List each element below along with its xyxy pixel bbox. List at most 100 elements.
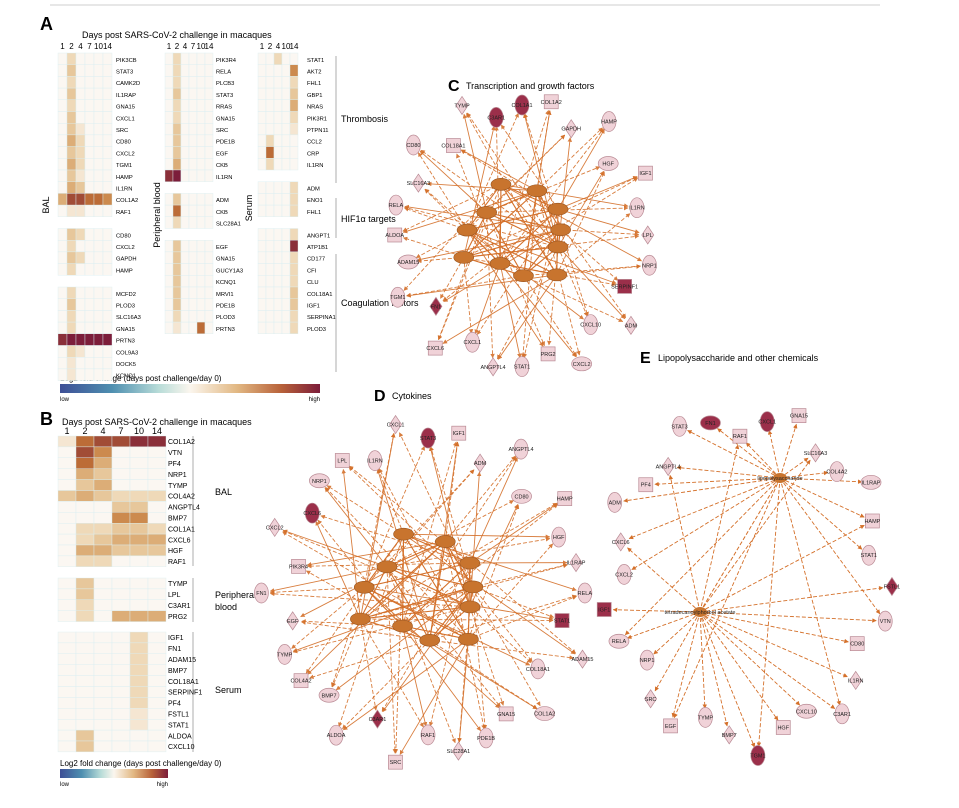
heatmap-cell bbox=[197, 322, 205, 334]
heatmap-cell bbox=[130, 469, 148, 480]
network-node-label: COL4A2 bbox=[826, 470, 847, 476]
heatmap-cell bbox=[197, 170, 205, 182]
colorbar-b-high: high bbox=[157, 782, 168, 788]
heatmap-cell bbox=[67, 357, 76, 369]
heatmap-cell bbox=[130, 458, 148, 469]
heatmap-cell bbox=[173, 310, 181, 322]
heatmap-cell bbox=[94, 491, 112, 502]
heatmap-cell bbox=[94, 578, 112, 589]
heatmap-cell bbox=[58, 205, 67, 217]
heatmap-cell bbox=[76, 611, 94, 622]
heatmap-cell bbox=[103, 76, 112, 88]
heatmap-cell bbox=[94, 229, 103, 241]
heatmap-cell bbox=[189, 217, 197, 229]
heatmap-cell bbox=[258, 65, 266, 77]
heatmap-cell bbox=[103, 322, 112, 334]
gene-label: PRG2 bbox=[168, 614, 187, 621]
heatmap-cell bbox=[148, 611, 166, 622]
network-node-label: IL1RAP bbox=[862, 480, 881, 486]
heatmap-cell bbox=[266, 65, 274, 77]
gene-label: PRTN3 bbox=[116, 339, 135, 345]
network-node-label: PDE1B bbox=[477, 736, 495, 742]
heatmap-cell bbox=[112, 676, 130, 687]
heatmap-cell bbox=[290, 65, 298, 77]
network-node-label: IL1RN bbox=[848, 678, 864, 684]
heatmap-cell bbox=[67, 310, 76, 322]
heatmap-cell bbox=[103, 299, 112, 311]
network-hub bbox=[394, 528, 414, 540]
heatmap-cell bbox=[274, 193, 282, 205]
heatmap-cell bbox=[130, 687, 148, 698]
heatmap-cell bbox=[165, 135, 173, 147]
network-hub bbox=[377, 561, 397, 573]
heatmap-cell bbox=[94, 730, 112, 741]
heatmap-cell bbox=[197, 264, 205, 276]
heatmap-cell bbox=[94, 665, 112, 676]
network-edge bbox=[430, 640, 574, 658]
heatmap-cell bbox=[76, 632, 94, 643]
heatmap-cell bbox=[173, 65, 181, 77]
heatmap-cell bbox=[173, 217, 181, 229]
network-node-label: CXCL6 bbox=[426, 346, 444, 352]
heatmap-cell bbox=[58, 512, 76, 523]
heatmap-cell bbox=[282, 322, 290, 334]
heatmap-cell bbox=[197, 310, 205, 322]
heatmap-cell bbox=[130, 512, 148, 523]
network-node-label: FSTL1 bbox=[884, 584, 901, 590]
network-node-label: CD80 bbox=[850, 642, 864, 648]
heatmap-cell bbox=[205, 310, 213, 322]
heatmap-cell bbox=[103, 369, 112, 381]
heatmap-cell bbox=[290, 322, 298, 334]
heatmap-cell bbox=[76, 123, 85, 135]
panel-label-d: D bbox=[374, 388, 386, 405]
heatmap-cell bbox=[85, 158, 94, 170]
gene-label: HAMP bbox=[116, 268, 133, 274]
gene-label: TGM1 bbox=[116, 163, 132, 169]
network-node-label: ANGPTL4 bbox=[656, 464, 681, 470]
heatmap-cell bbox=[266, 88, 274, 100]
panel-a-blood-label: Peripheral blood bbox=[152, 182, 162, 248]
heatmap-cell bbox=[94, 480, 112, 491]
heatmap-cell bbox=[94, 170, 103, 182]
heatmap-cell bbox=[290, 147, 298, 159]
gene-label: PLOD3 bbox=[216, 315, 235, 321]
heatmap-cell bbox=[148, 643, 166, 654]
heatmap-cell bbox=[173, 100, 181, 112]
heatmap-cell bbox=[274, 205, 282, 217]
network-node-label: FN1 bbox=[256, 591, 266, 597]
heatmap-cell bbox=[165, 287, 173, 299]
network-node-label: NRP1 bbox=[640, 658, 655, 664]
gene-label: KCNQ1 bbox=[216, 280, 236, 286]
heatmap-cell bbox=[205, 170, 213, 182]
heatmap-cell bbox=[258, 158, 266, 170]
gene-label: CLU bbox=[307, 280, 319, 286]
heatmap-cell bbox=[58, 88, 67, 100]
heatmap-cell bbox=[85, 147, 94, 159]
heatmap-cell bbox=[130, 730, 148, 741]
network-hub bbox=[527, 185, 547, 197]
heatmap-cell bbox=[282, 158, 290, 170]
heatmap-cell bbox=[94, 687, 112, 698]
network-node-label: ADM bbox=[625, 323, 638, 329]
heatmap-cell bbox=[130, 676, 148, 687]
gene-label: RRAS bbox=[216, 105, 232, 111]
heatmap-cell bbox=[76, 182, 85, 194]
heatmap-cell bbox=[290, 123, 298, 135]
heatmap-cell bbox=[148, 480, 166, 491]
heatmap-cell bbox=[205, 275, 213, 287]
gene-label: CD80 bbox=[116, 140, 131, 146]
heatmap-cell bbox=[165, 240, 173, 252]
heatmap-cell bbox=[282, 147, 290, 159]
heatmap-cell bbox=[76, 676, 94, 687]
network-hub bbox=[513, 270, 533, 282]
heatmap-cell bbox=[76, 687, 94, 698]
heatmap-cell bbox=[197, 252, 205, 264]
network-edge bbox=[537, 128, 603, 191]
group-label-coag: Coagulation factors bbox=[341, 298, 419, 308]
heatmap-cell bbox=[76, 534, 94, 545]
heatmap-cell bbox=[173, 193, 181, 205]
heatmap-cell bbox=[94, 53, 103, 65]
day-label: 1 bbox=[167, 42, 172, 51]
heatmap-cell bbox=[148, 708, 166, 719]
